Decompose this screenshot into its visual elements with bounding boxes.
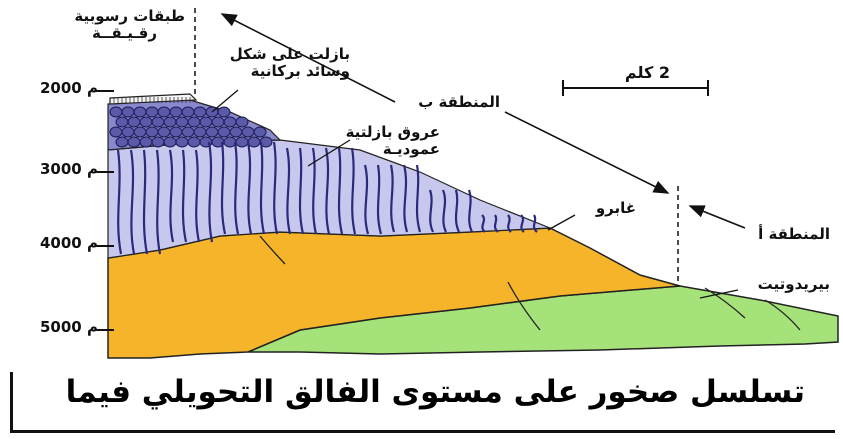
caption: تسلسل صخور على مستوى الفالق التحويلي فيم… [66, 374, 805, 410]
depth-label-4000: 4000 م [40, 235, 98, 252]
dikes-label-line2: عموديـة [330, 141, 440, 158]
pillow-shape [182, 127, 194, 137]
pillow-shape [164, 117, 176, 127]
gabbro-label: غابرو [566, 200, 636, 217]
pillow-shape [188, 137, 200, 147]
depth-label-2000: 2000 م [40, 80, 98, 97]
peridotite-label: بيريدوتيت [720, 276, 830, 293]
pillow-shape [110, 127, 122, 137]
pillow-shape [224, 137, 236, 147]
pillow-shape [164, 137, 176, 147]
pillow-shape [146, 127, 158, 137]
pillow-basalt-label: بازلت على شكل وسائد بركانية [200, 46, 350, 81]
gabbro-pointer [548, 215, 575, 230]
pillow-shape [236, 137, 248, 147]
pillow-shape [116, 117, 128, 127]
pillow-shape [206, 127, 218, 137]
pillow-shape [134, 107, 146, 117]
pillow-shape [152, 137, 164, 147]
scale-label: 2 كلم [590, 64, 670, 82]
sediment-label: طبقات رسوبية رقـيـقــة [55, 8, 185, 43]
depth-label-3000: 3000 م [40, 161, 98, 178]
zone-b-arrow-2 [505, 112, 668, 193]
pillow-basalt-label-line1: بازلت على شكل [200, 46, 350, 63]
caption-frame: تسلسل صخور على مستوى الفالق التحويلي فيم… [10, 372, 835, 433]
pillow-shape [236, 117, 248, 127]
pillow-shape [188, 117, 200, 127]
pillow-shape [158, 127, 170, 137]
sediment-label-line2: رقـيـقــة [55, 25, 157, 42]
pillow-shape [194, 127, 206, 137]
zone-a-label: المنطقة أ [740, 226, 830, 243]
pillow-shape [248, 137, 260, 147]
pillow-shape [116, 137, 128, 147]
zone-a-arrow [690, 206, 745, 228]
pillow-shape [122, 107, 134, 117]
pillow-shape [134, 127, 146, 137]
pillow-shape [242, 127, 254, 137]
pillow-shape [128, 117, 140, 127]
pillow-shape [170, 107, 182, 117]
pillow-shape [122, 127, 134, 137]
pillow-shape [110, 107, 122, 117]
pillow-shape [212, 117, 224, 127]
pillow-shape [146, 107, 158, 117]
dikes-label: عروق بازلتية عموديـة [330, 124, 440, 159]
sediment-label-line1: طبقات رسوبية [55, 8, 185, 25]
pillow-shape [176, 117, 188, 127]
pillow-shape [158, 107, 170, 117]
pillow-shape [140, 117, 152, 127]
pillow-shape [182, 107, 194, 117]
pillow-shape [128, 137, 140, 147]
pillow-shape [194, 107, 206, 117]
pillow-shape [224, 117, 236, 127]
pillow-shape [230, 127, 242, 137]
zone-b-label: المنطقة ب [400, 94, 500, 111]
pillow-basalt-label-line2: وسائد بركانية [200, 63, 350, 80]
pillow-shape [218, 127, 230, 137]
pillow-shape [218, 107, 230, 117]
pillow-shape [200, 117, 212, 127]
depth-label-5000: 5000 م [40, 319, 98, 336]
pillow-shape [254, 127, 266, 137]
pillow-shape [152, 117, 164, 127]
pillow-shape [170, 127, 182, 137]
dikes-label-line1: عروق بازلتية [330, 124, 440, 141]
pillow-shape [140, 137, 152, 147]
pillow-shape [176, 137, 188, 147]
